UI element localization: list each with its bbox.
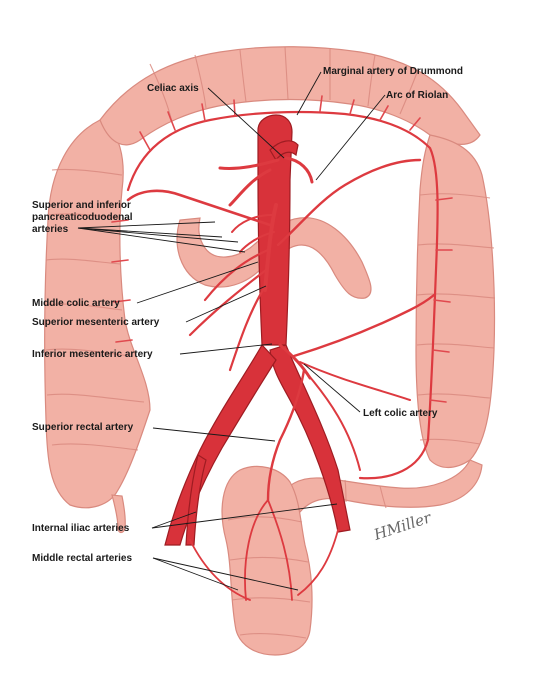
sigmoid-branches (299, 361, 411, 471)
label-pancreaticoduodenal-2: pancreaticoduodenal (32, 212, 133, 223)
labels: Marginal artery of Drummond Arc of Riola… (32, 66, 463, 564)
descending-colon (415, 134, 496, 469)
label-celiac-axis: Celiac axis (147, 83, 199, 94)
middle-colic-vessel (126, 189, 272, 227)
appendix (111, 494, 126, 534)
label-superior-mesenteric-artery: Superior mesenteric artery (32, 317, 160, 328)
label-pancreaticoduodenal-1: Superior and inferior (32, 200, 131, 211)
left-common-iliac (269, 344, 351, 533)
vasa-recta (111, 95, 453, 403)
haustral-folds (44, 46, 496, 639)
colon (44, 46, 496, 656)
label-left-colic-artery: Left colic artery (363, 408, 438, 419)
arc-of-riolan-vessel (276, 158, 422, 247)
pancreaticoduodenal-vessels (231, 214, 275, 253)
celiac-trunk (269, 140, 299, 162)
leader-lines (77, 71, 386, 591)
rectum (221, 465, 313, 656)
label-pancreaticoduodenal-3: arteries (32, 224, 69, 235)
label-middle-colic-artery: Middle colic artery (32, 298, 120, 309)
marginal-artery-path (126, 110, 439, 480)
label-superior-rectal-artery: Superior rectal artery (32, 422, 134, 433)
label-middle-rectal-arteries: Middle rectal arteries (32, 553, 132, 564)
celiac-branches (218, 156, 314, 207)
label-marginal-artery: Marginal artery of Drummond (323, 66, 463, 77)
superior-rectal-vessel (266, 368, 306, 502)
left-colic-vessel (292, 293, 436, 358)
superior-mesenteric-artery-vessel (263, 203, 278, 292)
label-internal-iliac-arteries: Internal iliac arteries (32, 523, 130, 534)
artist-signature: HMiller (371, 508, 434, 544)
rectal-vessels (189, 499, 339, 601)
label-inferior-mesenteric-artery: Inferior mesenteric artery (32, 349, 153, 360)
label-arc-of-riolan: Arc of Riolan (386, 90, 448, 101)
